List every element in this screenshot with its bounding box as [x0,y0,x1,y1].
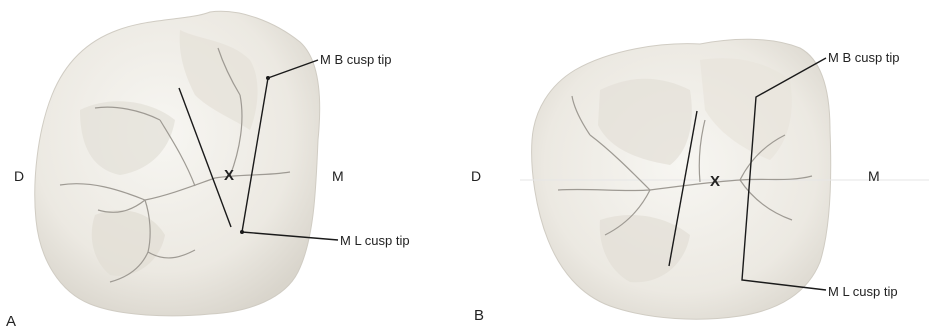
ml-cusp-label-b: M L cusp tip [828,284,898,299]
distal-label-b: D [471,168,481,184]
ml-cusp-label-a: M L cusp tip [340,233,410,248]
panel-label-b: B [474,307,484,324]
mb-cusp-dot-a [266,76,270,80]
tooth-crown-a [35,11,320,316]
distal-label-a: D [14,168,24,184]
mesial-label-b: M [868,168,880,184]
mb-cusp-label-b: M B cusp tip [828,50,900,65]
ml-cusp-dot-a [240,230,244,234]
center-mark-b: X [710,173,720,190]
panel-a: M B cusp tip M L cusp tip X D M A [6,11,410,329]
mesial-label-a: M [332,168,344,184]
panel-b: M B cusp tip M L cusp tip X D M B [471,39,929,324]
mb-cusp-label-a: M B cusp tip [320,52,392,67]
center-mark-a: X [224,167,234,184]
panel-label-a: A [6,313,16,329]
